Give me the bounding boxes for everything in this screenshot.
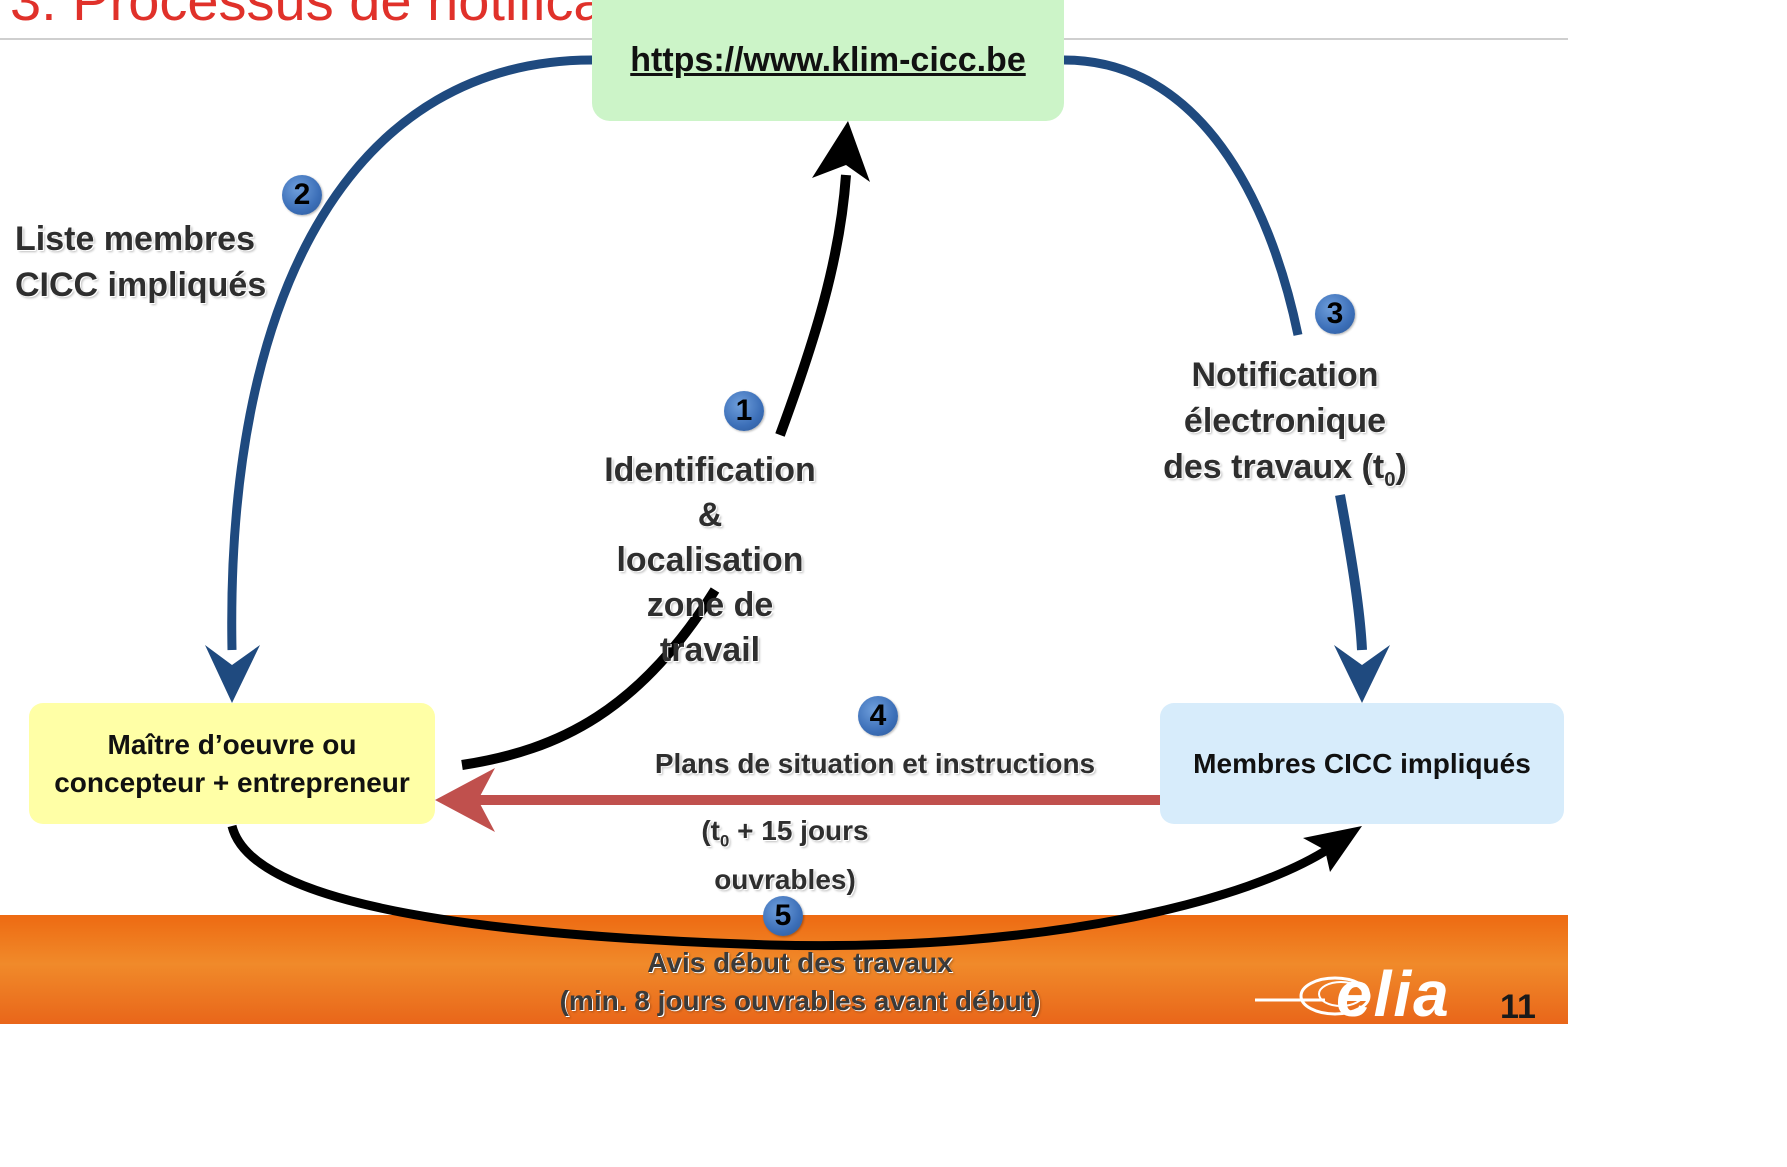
step-badge-4: 4 [858,696,898,736]
klim-cicc-link[interactable]: https://www.klim-cicc.be [630,41,1026,79]
diagram-arrows [205,55,1390,951]
step-2-label: Liste membres CICC impliqués [15,220,267,304]
url-box: https://www.klim-cicc.be [592,0,1064,121]
arrow-step-1-upper [775,174,851,437]
arrowhead-step-3 [1334,645,1390,703]
step-badge-2: 2 [282,175,322,215]
elia-logo-swoosh [1255,976,1371,1016]
page-number: 11 [1500,988,1536,1026]
elia-logo: elia [1336,958,1451,1030]
arrowhead-step-1 [812,121,870,182]
arrowhead-step-5 [1303,826,1362,872]
arrow-step-5 [227,824,1333,951]
arrowhead-step-4 [435,768,495,832]
step-badge-3: 3 [1315,294,1355,334]
step-badge-1: 1 [724,391,764,431]
step-4-label: Plans de situation et instructions [654,748,1096,779]
membres-box: Membres CICC impliqués [1160,703,1564,824]
arrow-step-1-lower [461,587,720,770]
arrow-step-3b [1335,494,1367,651]
arrow-step-3 [1063,55,1303,336]
step-4-sublabel: (t0 + 15 jours ouvrables) [701,815,869,895]
arrow-step-2 [227,55,593,651]
arrowhead-step-2 [205,645,260,703]
step-5-label: Avis début des travaux (min. 8 jours ouv… [559,947,1041,1016]
step-badge-5: 5 [763,896,803,936]
maitre-box: Maître d’oeuvre ou concepteur + entrepre… [29,703,435,824]
step-1-label: Identification & localisation zone de tr… [604,451,816,669]
step-3-label: Notification électronique des travaux (t… [1163,356,1407,491]
